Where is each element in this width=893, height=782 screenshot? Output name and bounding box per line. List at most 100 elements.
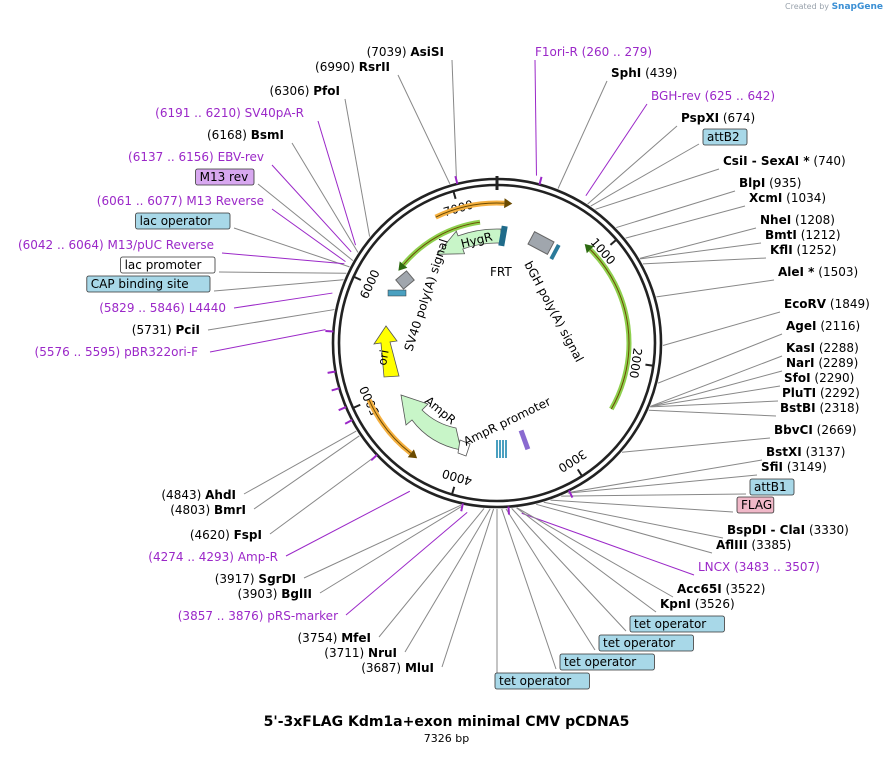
leader-line (233, 227, 350, 268)
label-attb1: attB1 (749, 478, 795, 496)
arc-arrowhead (584, 244, 594, 254)
primer-site-mark (507, 506, 510, 515)
primer-site-mark (567, 489, 574, 499)
enzyme-label: NarI (2289) (786, 356, 858, 370)
label-acc65i: Acc65I (3522) (677, 582, 765, 596)
enzyme-label: SfoI (2290) (784, 371, 854, 385)
ori-label: ori (375, 349, 391, 367)
leader-line (536, 503, 713, 554)
enzyme-label: (3903) BglII (237, 587, 312, 601)
enzyme-label: AleI * (1503) (778, 265, 858, 279)
tet-operator-bar (502, 440, 504, 458)
primer-label: (6042 .. 6064) M13/pUC Reverse (18, 238, 214, 252)
frt-box (498, 225, 508, 247)
primer-label: (3857 .. 3876) pRS-marker (178, 609, 338, 623)
leader-line (257, 183, 354, 262)
enzyme-label: AflIII (3385) (716, 538, 791, 552)
enzyme-label: KpnI (3526) (660, 597, 735, 611)
hygr-arrow (436, 228, 502, 255)
hygr-label: HygR (459, 230, 494, 251)
feature-box-label: attB1 (754, 480, 787, 494)
enzyme-label: Acc65I (3522) (677, 582, 765, 596)
label-rsrii: (6990) RsrII (315, 60, 390, 74)
label-cap: CAP binding site (86, 275, 211, 293)
primer-site-mark (325, 330, 334, 333)
leader-lines (207, 59, 783, 676)
enzyme-label: (4620) FspI (190, 528, 262, 542)
tick-line (645, 363, 654, 367)
primer-site-mark (331, 387, 340, 392)
leader-line (451, 59, 458, 183)
label-afliii: AflIII (3385) (716, 538, 791, 552)
leader-line (271, 208, 346, 263)
label-f1ori: F1ori-R (260 .. 279) (535, 45, 652, 59)
feature-box-label: attB2 (707, 130, 740, 144)
leader-line (616, 190, 736, 229)
enzyme-label: PspXI (674) (681, 111, 755, 125)
arc-arrowhead (398, 261, 408, 271)
snapgene-logo-text: SnapGene (831, 2, 883, 12)
feature-box (494, 672, 590, 690)
label-fspi: (4620) FspI (190, 528, 262, 542)
label-blpi: BlpI (935) (739, 176, 801, 190)
leader-line (207, 309, 335, 331)
label-flag: FLAG (736, 496, 775, 514)
tick-label: 6000 (357, 267, 383, 301)
label-prs: (3857 .. 3876) pRS-marker (178, 609, 338, 623)
enzyme-label: KasI (2288) (786, 341, 859, 355)
enzyme-label: AgeI (2116) (786, 319, 860, 333)
orange-arc-left-core (368, 399, 412, 454)
ampr-promoter-arrow (457, 439, 471, 457)
label-ebv-rev: (6137 .. 6156) EBV-rev (128, 150, 264, 164)
enzyme-label: (6306) PfoI (270, 84, 340, 98)
feature-box (629, 615, 725, 633)
feature-box (598, 634, 694, 652)
enzyme-label: (4843) AhdI (161, 488, 236, 502)
label-lacpro: lac promoter (120, 256, 216, 274)
enzyme-label: BlpI (935) (739, 176, 801, 190)
enzyme-label: BstBI (2318) (780, 401, 859, 415)
leader-line (511, 508, 627, 632)
label-pcii: (5731) PciI (132, 323, 200, 337)
enzyme-label: (3917) SgrDI (215, 572, 296, 586)
leader-line (648, 409, 777, 417)
enzyme-label: (5731) PciI (132, 323, 200, 337)
leader-line (397, 74, 451, 185)
enzyme-label: (3711) NruI (324, 646, 397, 660)
bgh-box (527, 230, 555, 256)
label-amprp: (4274 .. 4293) Amp-R (148, 550, 278, 564)
primer-site-mark (370, 454, 378, 462)
leader-line (656, 279, 775, 298)
leader-line (285, 490, 411, 557)
leader-line (557, 80, 608, 189)
tick-label: 4000 (440, 466, 473, 488)
credit-text: Created by (785, 2, 830, 11)
leader-line (521, 512, 695, 576)
orange-arc-top-core (435, 202, 505, 218)
feature-box-label: tet operator (564, 655, 636, 669)
leader-line (271, 164, 352, 253)
label-bglii: (3903) BglII (237, 587, 312, 601)
enzyme-label: PluTI (2292) (782, 386, 860, 400)
feature-box (86, 275, 211, 293)
leader-line (209, 329, 326, 353)
label-kpni: KpnI (3526) (660, 597, 735, 611)
label-bbvci: BbvCI (2669) (774, 423, 857, 437)
ampr-arrow (400, 394, 462, 451)
enzyme-label: (4803) BmrI (170, 503, 246, 517)
enzyme-label: SfiI (3149) (761, 460, 827, 474)
primer-site-mark (460, 503, 464, 512)
tick-line (352, 403, 361, 409)
tick-label: 3000 (556, 447, 589, 475)
feature-box (120, 256, 216, 274)
primer-site-mark (538, 176, 543, 185)
feature-box (749, 478, 795, 496)
primer-label: (6061 .. 6077) M13 Reverse (97, 194, 264, 208)
tet-operator-bar (499, 440, 501, 458)
primer-site-mark (454, 175, 459, 185)
label-tet1: tet operator (629, 615, 725, 633)
green-arc-right-core (589, 249, 630, 410)
leader-line (243, 430, 357, 495)
leader-line (650, 385, 781, 408)
